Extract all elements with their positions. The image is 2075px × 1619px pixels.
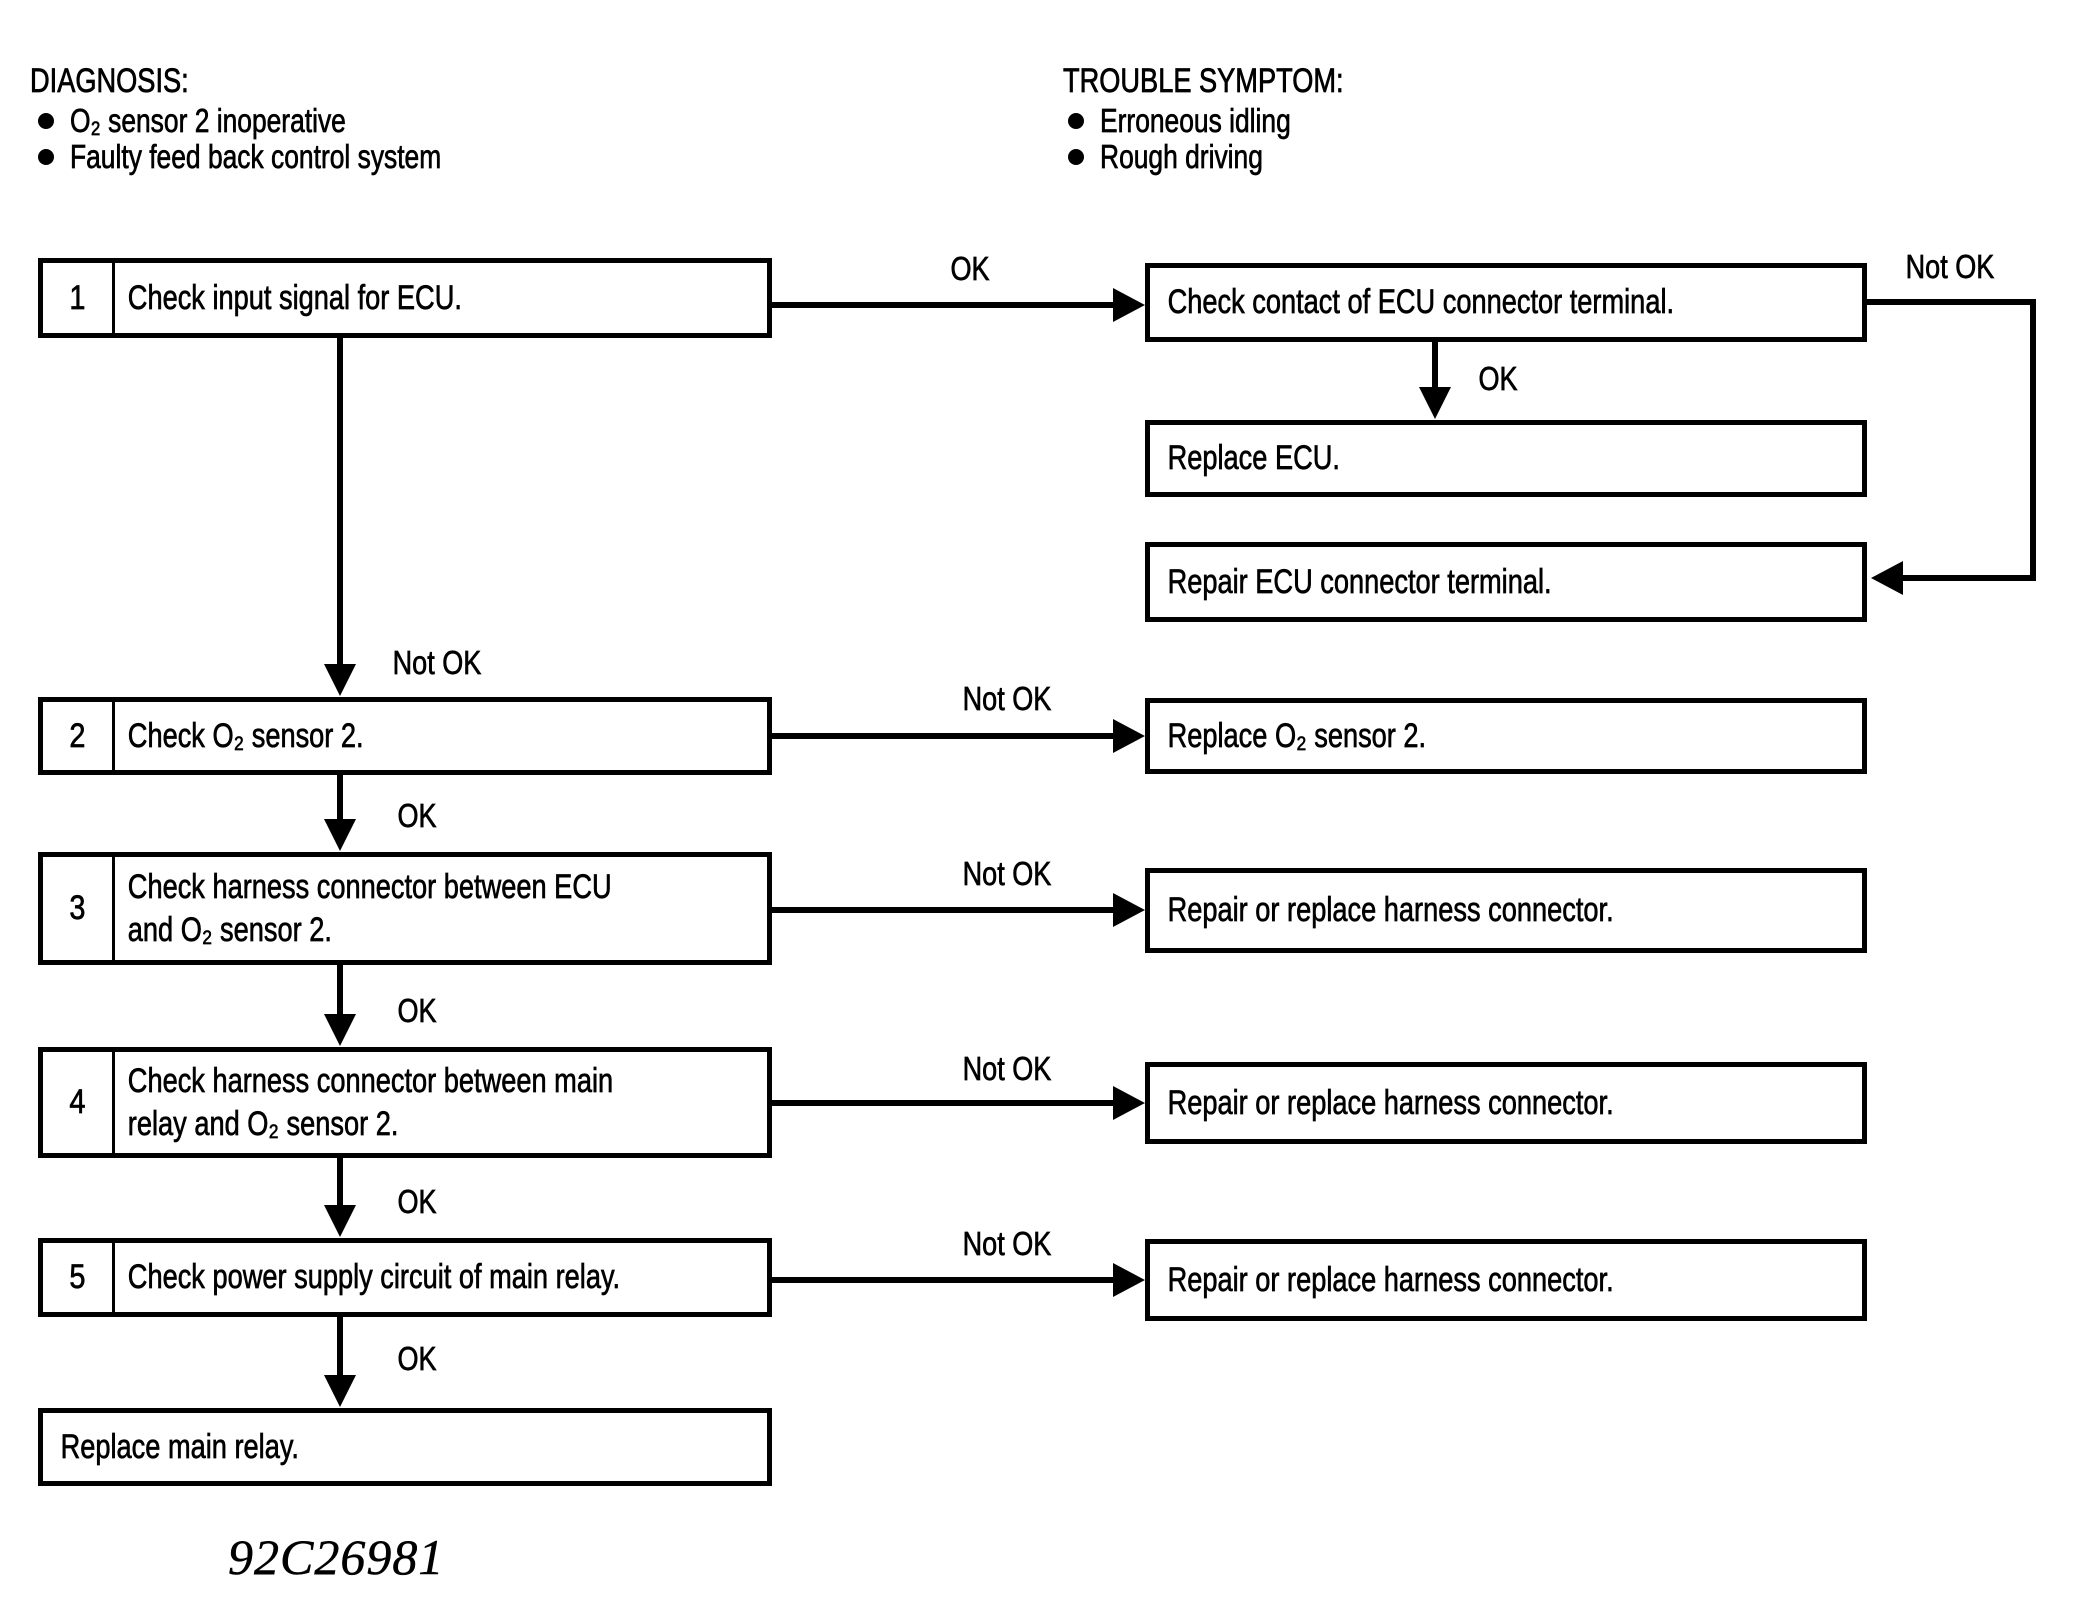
action-box-repair-ecu-terminal: Repair ECU connector terminal.: [1145, 542, 1867, 622]
trouble-symptom-item: Erroneous idling: [1068, 100, 1338, 142]
trouble-symptom-item-label: Erroneous idling: [1100, 102, 1291, 140]
not-ok-label: Not OK: [962, 1050, 1052, 1088]
action-label: Replace main relay.: [60, 1427, 299, 1466]
arrowhead: [1419, 387, 1451, 419]
diagnosis-item-label: Faulty feed back control system: [70, 138, 442, 176]
bullet-icon: [38, 148, 54, 165]
action-box-replace-main-relay: Replace main relay.: [38, 1408, 772, 1486]
connector-step5-to-repair-harness: [772, 1277, 1115, 1283]
not-ok-label: Not OK: [1905, 248, 1995, 286]
ok-label: OK: [950, 250, 990, 288]
step-number-cell: 4: [43, 1052, 115, 1153]
action-box-replace-o2-sensor: Replace O₂ sensor 2.: [1145, 698, 1867, 774]
connector-step2-to-step3: [337, 775, 343, 820]
step-number: 3: [69, 889, 86, 928]
diagnosis-item-label: O₂ sensor 2 inoperative: [70, 102, 346, 140]
action-box-check-ecu-contact: Check contact of ECU connector terminal.: [1145, 263, 1867, 342]
connector-step3-to-repair-harness: [772, 907, 1115, 913]
not-ok-label: Not OK: [392, 644, 482, 682]
arrowhead: [1113, 719, 1145, 753]
connector-notok-loop-side: [2030, 299, 2036, 581]
step-label: Check O₂ sensor 2.: [127, 716, 364, 755]
ok-label: OK: [397, 797, 437, 835]
bullet-icon: [1068, 112, 1084, 129]
not-ok-label: Not OK: [962, 1225, 1052, 1263]
arrowhead: [324, 819, 356, 851]
trouble-symptom-item-label: Rough driving: [1100, 138, 1263, 176]
action-label: Repair or replace harness connector.: [1167, 1083, 1614, 1122]
ok-label: OK: [397, 1183, 437, 1221]
diagnosis-item: Faulty feed back control system: [38, 136, 534, 178]
connector-step3-to-step4: [337, 965, 343, 1015]
arrowhead: [324, 1375, 356, 1407]
step-label: Check input signal for ECU.: [127, 278, 463, 317]
step-label: Check harness connector between main rel…: [127, 1061, 614, 1143]
arrowhead: [324, 1014, 356, 1046]
ok-label: OK: [397, 992, 437, 1030]
step-number-cell: 5: [43, 1243, 115, 1312]
connector-step4-to-step5: [337, 1158, 343, 1206]
ok-label: OK: [397, 1340, 437, 1378]
arrowhead: [1871, 561, 1903, 595]
arrowhead: [1113, 893, 1145, 927]
not-ok-label: Not OK: [962, 680, 1052, 718]
bullet-icon: [38, 112, 54, 129]
arrowhead: [324, 1205, 356, 1237]
action-box-replace-ecu: Replace ECU.: [1145, 420, 1867, 497]
step-label: Check power supply circuit of main relay…: [127, 1258, 621, 1297]
connector-step5-to-replace-main-relay: [337, 1317, 343, 1376]
action-box-repair-harness-3: Repair or replace harness connector.: [1145, 1239, 1867, 1321]
action-box-repair-harness-1: Repair or replace harness connector.: [1145, 868, 1867, 953]
step-number: 2: [69, 716, 86, 755]
not-ok-label: Not OK: [962, 855, 1052, 893]
connector-step1-to-check-contact: [772, 302, 1115, 308]
step-number-cell: 1: [43, 263, 115, 333]
action-box-repair-harness-2: Repair or replace harness connector.: [1145, 1062, 1867, 1144]
step-number: 4: [69, 1083, 86, 1122]
action-label: Replace O₂ sensor 2.: [1167, 716, 1427, 755]
connector-notok-loop-top: [1867, 299, 2036, 305]
step-label: Check harness connector between ECU and …: [127, 867, 612, 949]
action-label: Replace ECU.: [1167, 439, 1340, 478]
step-box-1: 1 Check input signal for ECU.: [38, 258, 772, 338]
step-box-2: 2 Check O₂ sensor 2.: [38, 697, 772, 775]
action-label: Repair or replace harness connector.: [1167, 891, 1614, 930]
arrowhead: [1113, 1263, 1145, 1297]
arrowhead: [1113, 1086, 1145, 1120]
step-box-4: 4 Check harness connector between main r…: [38, 1047, 772, 1158]
action-label: Repair ECU connector terminal.: [1167, 562, 1552, 601]
connector-notok-loop-bottom: [1900, 575, 2036, 581]
diagnosis-item: O₂ sensor 2 inoperative: [38, 100, 415, 142]
bullet-icon: [1068, 148, 1084, 165]
arrowhead: [324, 664, 356, 696]
connector-check-contact-to-replace-ecu: [1432, 342, 1438, 388]
step-number: 5: [69, 1258, 86, 1297]
step-number-cell: 2: [43, 702, 115, 770]
connector-step1-to-step2: [337, 338, 343, 665]
step-box-3: 3 Check harness connector between ECU an…: [38, 852, 772, 965]
step-number-cell: 3: [43, 857, 115, 960]
ok-label: OK: [1478, 360, 1518, 398]
step-box-5: 5 Check power supply circuit of main rel…: [38, 1238, 772, 1317]
action-label: Check contact of ECU connector terminal.: [1167, 283, 1675, 322]
action-label: Repair or replace harness connector.: [1167, 1260, 1614, 1299]
arrowhead: [1113, 288, 1145, 322]
connector-step2-to-replace-sensor: [772, 733, 1115, 739]
figure-code: 92C26981: [228, 1529, 445, 1586]
trouble-symptom-title: TROUBLE SYMPTOM:: [1063, 62, 1344, 101]
trouble-symptom-item: Rough driving: [1068, 136, 1304, 178]
step-number: 1: [69, 278, 86, 317]
connector-step4-to-repair-harness: [772, 1100, 1115, 1106]
diagnosis-title: DIAGNOSIS:: [30, 62, 189, 101]
